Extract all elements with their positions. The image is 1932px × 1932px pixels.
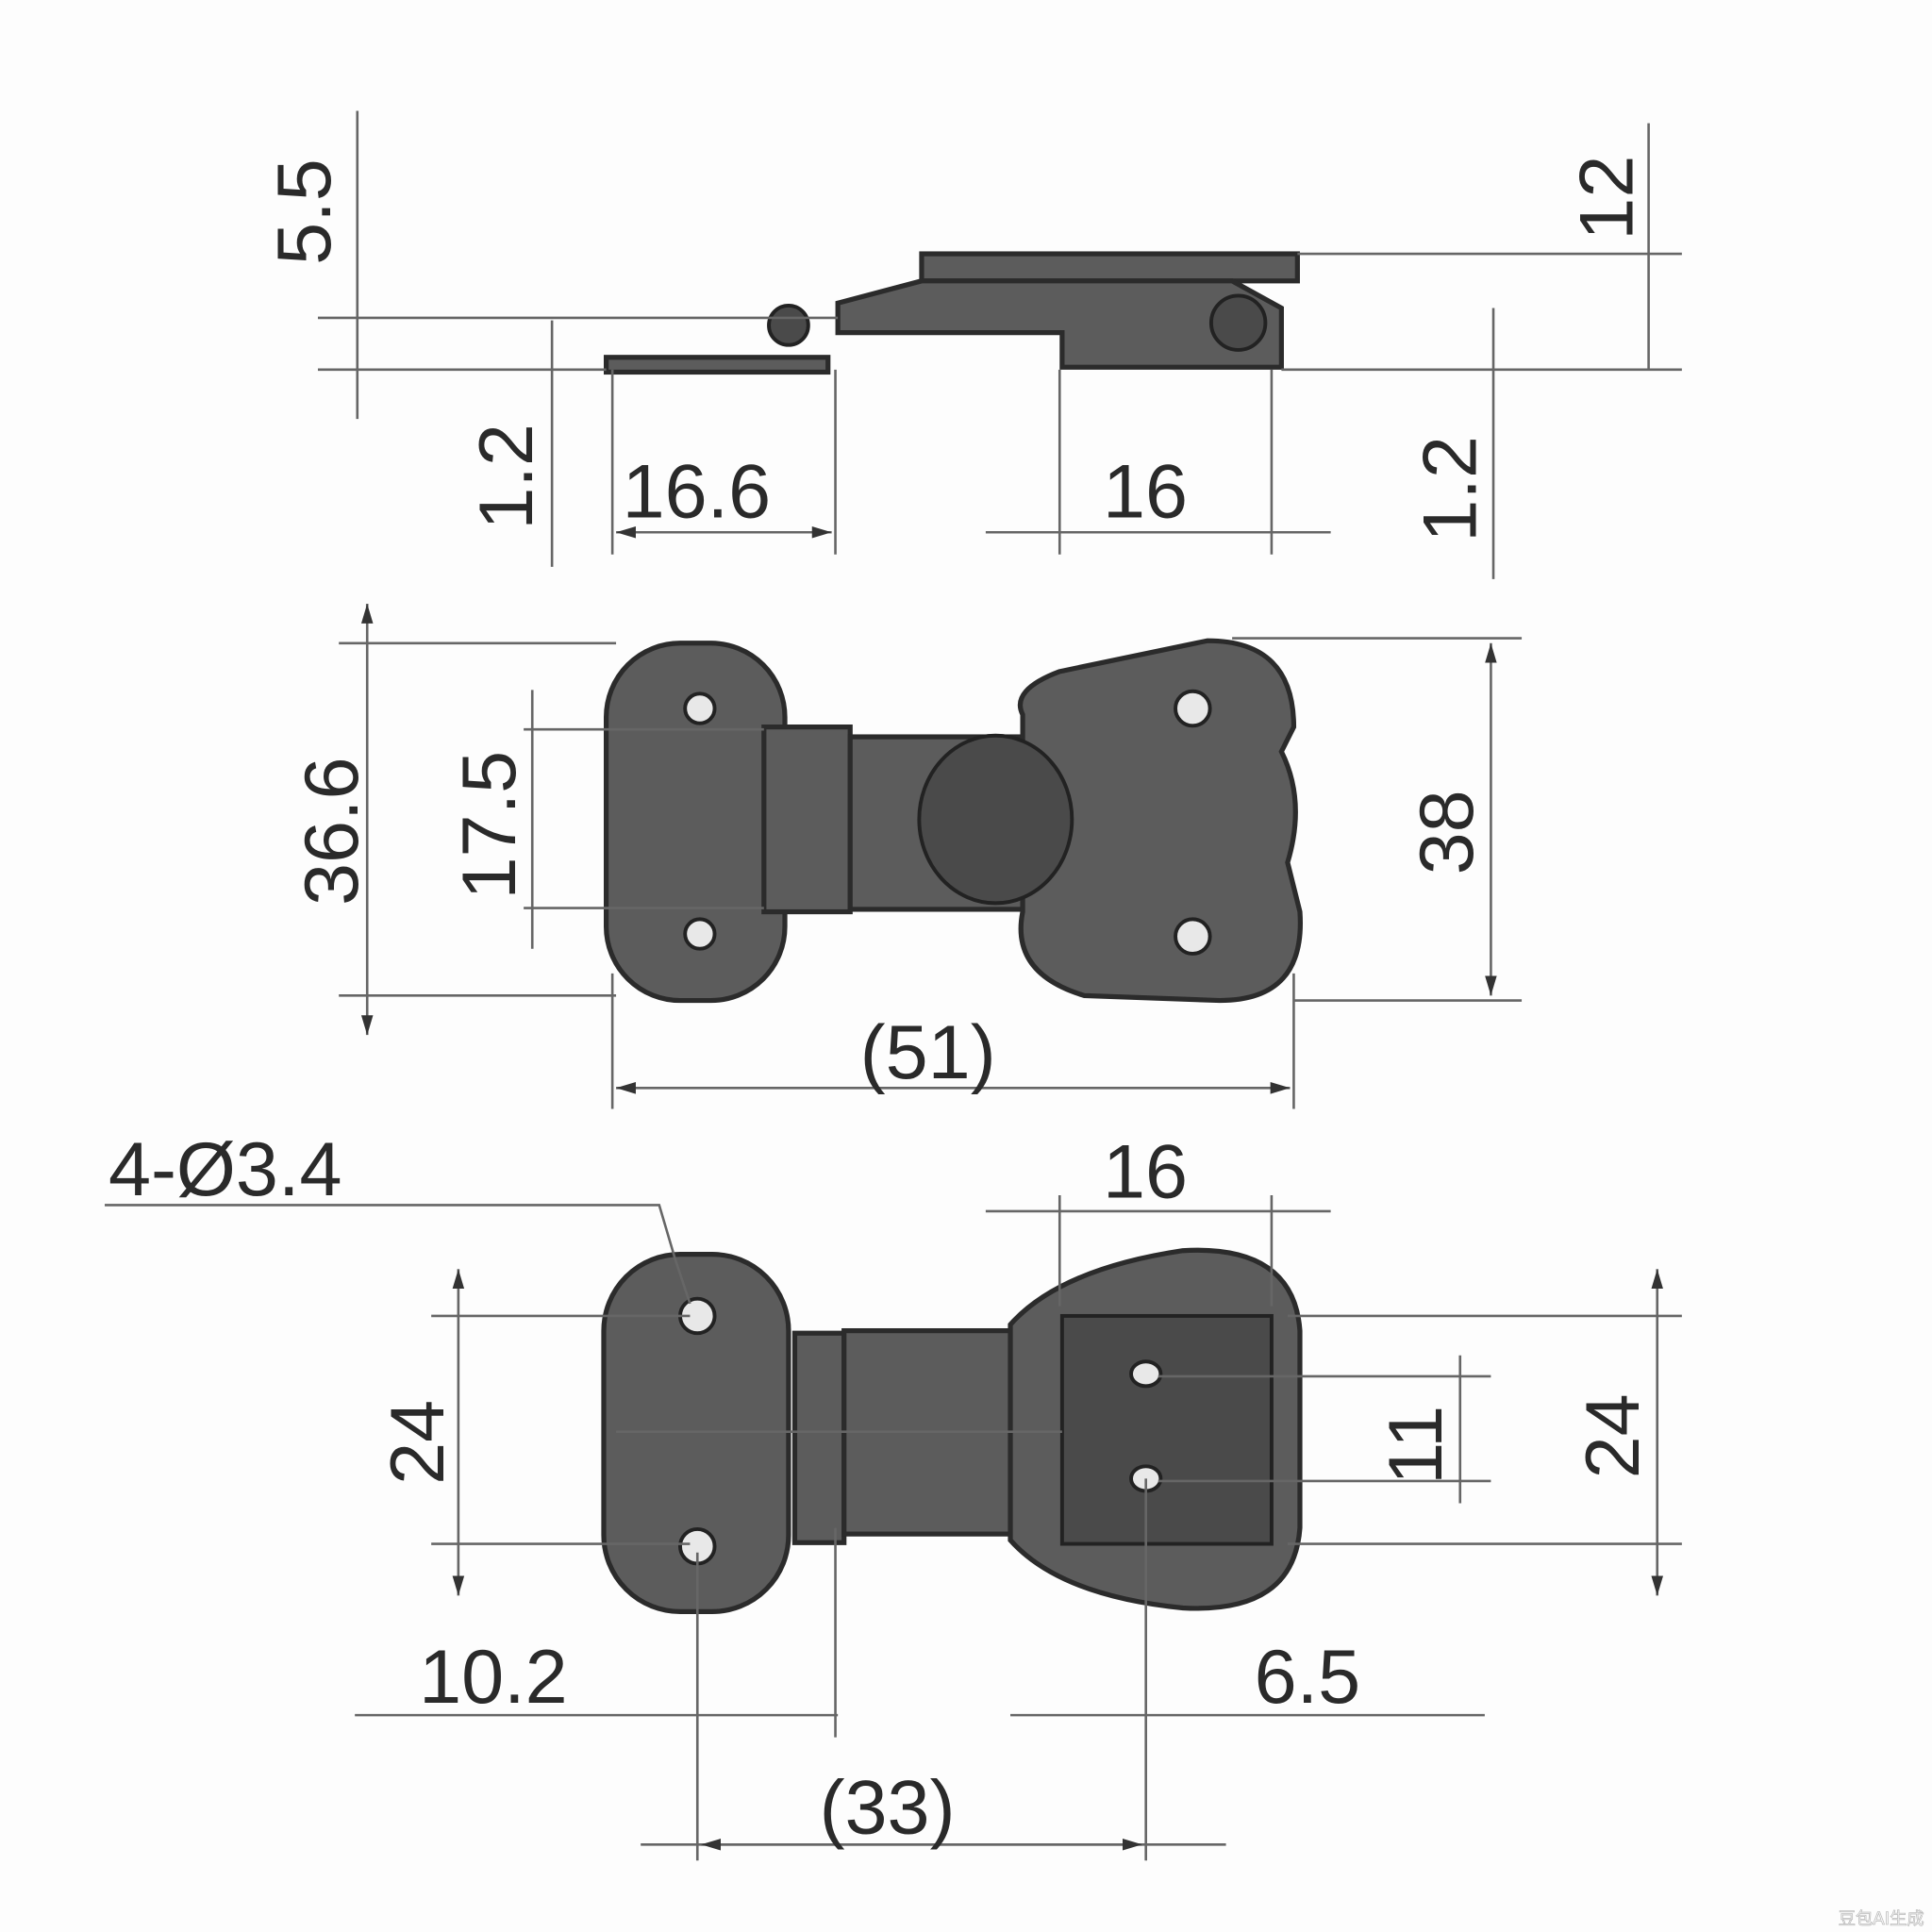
dim-16-bottom: 16 — [1103, 1130, 1188, 1215]
dim-5-5: 5.5 — [262, 158, 347, 265]
dim-10-2: 10.2 — [419, 1635, 568, 1720]
dim-24-left: 24 — [375, 1400, 460, 1485]
mount-hole — [683, 691, 717, 725]
dim-33: (33) — [820, 1766, 956, 1851]
hinge-barrel — [791, 1330, 847, 1545]
bottom-view: 4-Ø3.4 24 16 11 24 10.2 6.5 (33) — [105, 1127, 1682, 1861]
dim-6-5: 6.5 — [1255, 1635, 1361, 1720]
leader-line — [105, 1204, 691, 1305]
pivot-rivet — [1208, 293, 1268, 352]
dim-51: (51) — [860, 1010, 996, 1095]
catch-plate — [1017, 638, 1303, 1004]
screw-hole — [1174, 917, 1212, 956]
dim-16-top: 16 — [1103, 450, 1188, 535]
keeper — [1059, 1313, 1274, 1546]
watermark: 豆包AI生成 — [1839, 1909, 1924, 1929]
hinge-knuckle — [767, 303, 810, 347]
hinge-barrel — [761, 724, 853, 915]
dim-hole-callout: 4-Ø3.4 — [108, 1127, 342, 1212]
side-view: 5.5 12 1.2 1.2 16.6 16 — [262, 110, 1682, 579]
dim-1-2-left: 1.2 — [464, 424, 549, 530]
dim-16-6: 16.6 — [623, 450, 772, 535]
dim-36-6: 36.6 — [290, 757, 375, 906]
screw-hole — [1174, 689, 1212, 728]
dim-1-2-right: 1.2 — [1408, 436, 1493, 542]
plan-view: 36.6 17.5 38 (51) — [290, 604, 1523, 1109]
lever-body — [835, 278, 1284, 370]
dim-12: 12 — [1565, 156, 1650, 241]
lever-dome — [917, 733, 1074, 906]
dim-38: 38 — [1405, 790, 1490, 874]
mount-hole — [683, 917, 717, 951]
keeper-hole — [1129, 1359, 1163, 1389]
dim-11: 11 — [1374, 1406, 1458, 1485]
dim-17-5: 17.5 — [447, 751, 532, 900]
base-plate — [604, 355, 831, 375]
dim-24-right: 24 — [1571, 1393, 1656, 1478]
top-plate — [919, 251, 1300, 284]
